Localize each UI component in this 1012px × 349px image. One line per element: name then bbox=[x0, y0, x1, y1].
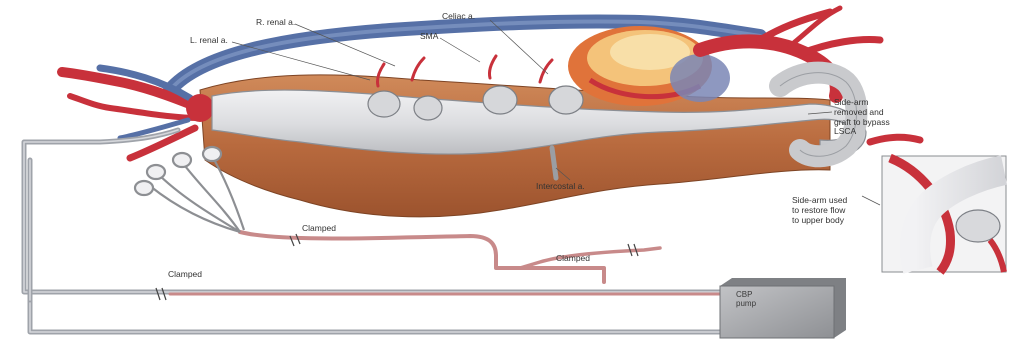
label-side-arm-removed: Side-arm removed and graft to bypass LSC… bbox=[834, 98, 890, 137]
label-side-arm-used: Side-arm used to restore flow to upper b… bbox=[792, 196, 847, 225]
label-r-renal: R. renal a. bbox=[256, 18, 295, 28]
label-intercostal: Intercostal a. bbox=[536, 182, 585, 192]
inset-panel bbox=[882, 156, 1006, 272]
label-clamped-right: Clamped bbox=[556, 254, 590, 264]
label-sma: SMA bbox=[420, 32, 438, 42]
label-l-renal: L. renal a. bbox=[190, 36, 228, 46]
label-clamped-lower: Clamped bbox=[168, 270, 202, 280]
label-pump: CBP pump bbox=[736, 290, 756, 308]
perfusion-lines bbox=[170, 232, 720, 294]
label-celiac: Celiac a. bbox=[442, 12, 475, 22]
heart bbox=[568, 26, 730, 106]
label-clamped-upper: Clamped bbox=[302, 224, 336, 234]
